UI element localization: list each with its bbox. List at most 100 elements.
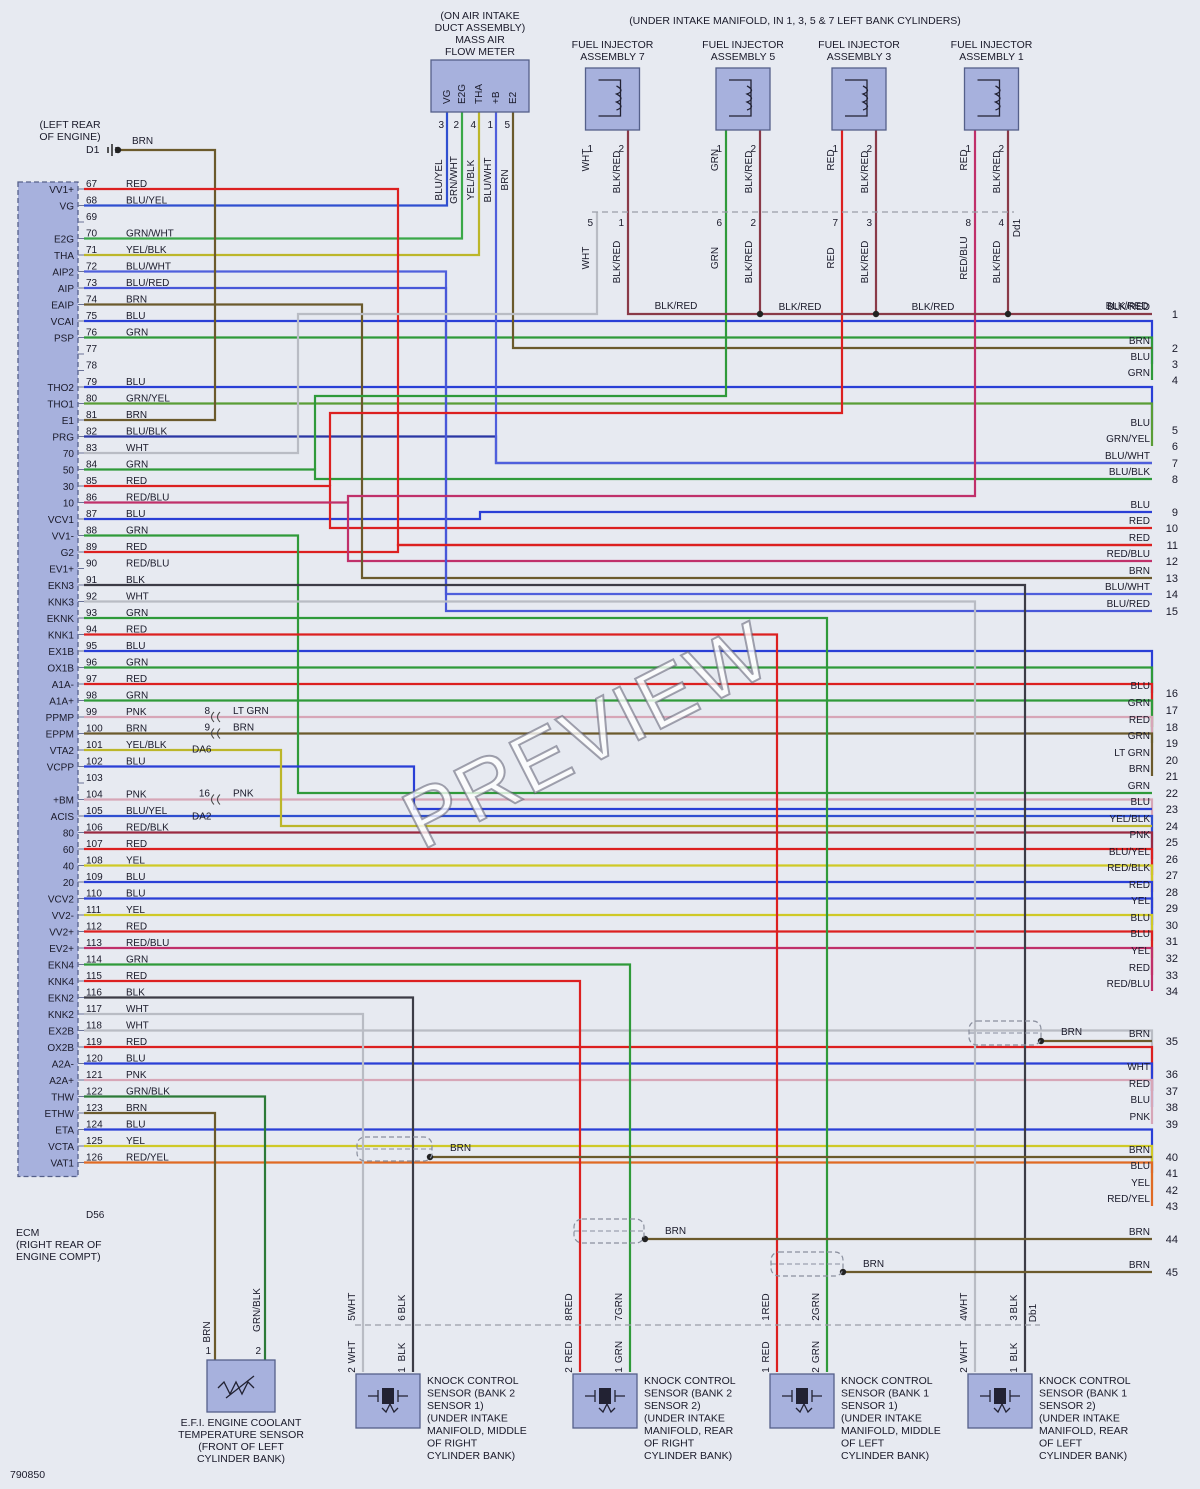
- right-connector-pin: 5: [1172, 425, 1178, 437]
- ect-wire-label: GRN/BLK: [252, 1288, 263, 1332]
- right-wire-color-label: BRN: [1129, 336, 1150, 347]
- right-wire-color-label: GRN: [1128, 731, 1150, 742]
- knock-sensor-pin: 1: [397, 1367, 408, 1373]
- ecm-wire-color-label: BRN: [126, 410, 147, 421]
- right-wire-color-label: BLK/RED: [1107, 302, 1150, 313]
- right-connector-pin: 28: [1166, 887, 1178, 899]
- right-wire-color-label: RED/YEL: [1107, 1194, 1150, 1205]
- ecm-wire-color-label: RED: [126, 922, 147, 933]
- ecm-pin-number: 98: [86, 691, 98, 702]
- ecm-wire-118: [84, 1029, 1154, 1074]
- inline-connector-icon: [211, 728, 221, 739]
- ecm-location: ENGINE COMPT): [16, 1251, 101, 1263]
- ecm-wire-color-label: RED: [126, 1037, 147, 1048]
- injector-pin: 1: [965, 144, 971, 155]
- ecm-pin-name: A2A+: [49, 1076, 74, 1087]
- ecm-pin-name: EKNK: [47, 614, 75, 625]
- knock-wire-label: GRN: [614, 1341, 625, 1363]
- injector-title: FUEL INJECTOR: [818, 39, 900, 51]
- ecm-wire-color-label: RED: [126, 476, 147, 487]
- ecm-pin-name: THO2: [47, 383, 74, 394]
- right-connector-pin: 39: [1166, 1119, 1178, 1131]
- intake-manifold-label: (UNDER INTAKE MANIFOLD, IN 1, 3, 5 & 7 L…: [629, 15, 961, 27]
- ecm-wire-76: [84, 336, 1154, 380]
- ecm-pin-number: 126: [86, 1153, 103, 1164]
- right-connector-pin: 38: [1166, 1102, 1178, 1114]
- ecm-pin-name: A2A-: [52, 1060, 74, 1071]
- knock-conn-pin: 8: [564, 1315, 575, 1321]
- injector-title: FUEL INJECTOR: [951, 39, 1033, 51]
- ecm-pin-name: 10: [63, 499, 75, 510]
- ecm-pin-number: 77: [86, 344, 98, 355]
- ecm-wire-102: [84, 765, 1152, 811]
- right-wire-color-label: BRN: [1129, 764, 1150, 775]
- right-connector-pin: 16: [1166, 688, 1178, 700]
- ecm-pin-number: 124: [86, 1120, 103, 1131]
- right-connector-pin: 1: [1172, 309, 1178, 321]
- ecm-wire-color-label: PNK: [126, 1070, 147, 1081]
- knock-sensor-label: KNOCK CONTROL: [841, 1375, 933, 1387]
- injector-wire-label: BLK/RED: [612, 241, 623, 284]
- knock-sensor-label: CYLINDER BANK): [644, 1450, 732, 1462]
- right-wire-color-label: BRN: [1129, 1145, 1150, 1156]
- ecm-wire-105: [84, 814, 1154, 859]
- ecm-pin-number: 84: [86, 460, 98, 471]
- ground-wire-label: BRN: [132, 136, 153, 147]
- ecm-wire-75: [84, 319, 1154, 364]
- right-connector-pin: 40: [1166, 1152, 1178, 1164]
- right-wire-color-label: BLU/YEL: [1109, 847, 1151, 858]
- maf-pin-number: 5: [504, 120, 510, 131]
- ecm-pin-number: 108: [86, 856, 103, 867]
- ecm-pin-name: OX2B: [47, 1043, 74, 1054]
- ecm-wire-119: [84, 1045, 1154, 1091]
- maf-label: FLOW METER: [445, 46, 515, 58]
- ect-pin: 1: [205, 1346, 211, 1357]
- right-wire-color-label: BLU: [1131, 352, 1150, 363]
- right-wire-color-label: RED/BLU: [1107, 549, 1150, 560]
- ecm-pin-number: 110: [86, 889, 102, 900]
- ecm-wire-color-label: PNK: [126, 707, 147, 718]
- ecm-pin-name: KNK4: [48, 977, 75, 988]
- inline-connector-icon: [211, 794, 221, 805]
- ecm-pin-name: VCV2: [48, 895, 75, 906]
- injector-box: [584, 67, 641, 131]
- injector-pin: 2: [618, 144, 624, 155]
- ecm-pin-name: EAIP: [51, 301, 74, 312]
- ecm-wire-color-label: YEL: [126, 856, 145, 867]
- ecm-wire-color-label: RED: [126, 179, 147, 190]
- injector-wire-label: WHT: [581, 247, 592, 270]
- ecm-pin-number: 74: [86, 295, 98, 306]
- right-wire-color-label: WHT: [1127, 1062, 1150, 1073]
- injector-title: FUEL INJECTOR: [702, 39, 784, 51]
- inj-return-bus: [626, 130, 1152, 316]
- right-wire-color-label: BLU/WHT: [1105, 582, 1150, 593]
- ecm-pin-number: 119: [86, 1037, 102, 1048]
- ecm-wire-113: [84, 946, 1154, 991]
- ecm-pin-number: 109: [86, 872, 103, 883]
- knock-wire-label: BLK: [397, 1294, 408, 1313]
- knock-sensor-icon: [980, 1390, 1020, 1414]
- maf-wire-label: BLU/YEL: [434, 159, 445, 201]
- right-connector-pin: 4: [1172, 375, 1178, 387]
- ecm-wire-color-label: YEL/BLK: [126, 245, 167, 256]
- ecm-pin-number: 95: [86, 641, 98, 652]
- ecm-wire-73: [84, 286, 1152, 613]
- injector-wire-label: BLK/RED: [744, 151, 755, 194]
- knock-wire-label: WHT: [959, 1293, 970, 1316]
- ecm-wire-color-label: GRN: [126, 328, 148, 339]
- ecm-pin-number: 70: [86, 229, 98, 240]
- knock-sensor-label: SENSOR 1): [427, 1400, 484, 1412]
- knock-conn-pin: 3: [1009, 1315, 1020, 1321]
- inj5-wire: [313, 130, 728, 470]
- shield-drain-label: BRN: [665, 1226, 686, 1237]
- knock-wire-93: [84, 616, 829, 1372]
- ecm-pin-name: EKN2: [48, 994, 75, 1005]
- ecm-pin-number: 80: [86, 394, 98, 405]
- knock-conn-pin: 7: [614, 1315, 625, 1321]
- right-connector-pin: 43: [1166, 1201, 1178, 1213]
- ecm-pin-number: 79: [86, 377, 98, 388]
- knock-sensor-label: OF LEFT: [841, 1438, 885, 1450]
- right-connector-pin: 32: [1166, 953, 1178, 965]
- injector-subtitle: ASSEMBLY 5: [711, 51, 776, 63]
- ecm-pin-number: 101: [86, 740, 103, 751]
